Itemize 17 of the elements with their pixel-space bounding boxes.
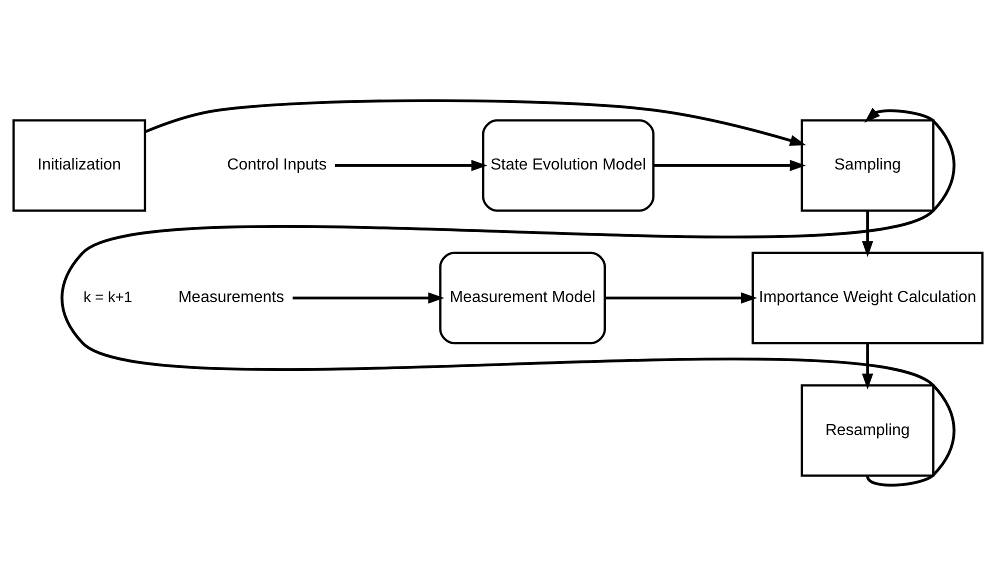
node-box: Sampling xyxy=(800,118,934,212)
node-box: Resampling xyxy=(800,384,934,476)
edge-label: k = k+1 xyxy=(84,289,132,306)
node-box: State Evolution Model xyxy=(482,118,655,212)
arrow xyxy=(862,342,874,390)
arrow xyxy=(605,292,758,304)
node-text: Control Inputs xyxy=(227,156,327,174)
node-text: Measurements xyxy=(178,288,284,306)
node-box: Measurement Model xyxy=(439,251,606,344)
arrow xyxy=(60,107,956,486)
arrow xyxy=(654,159,806,171)
node-box: Initialization xyxy=(12,118,146,212)
arrow xyxy=(862,210,874,257)
arrow xyxy=(144,98,806,146)
arrow xyxy=(292,292,444,304)
node-box: Importance Weight Calculation xyxy=(752,251,984,344)
arrow xyxy=(334,159,488,171)
